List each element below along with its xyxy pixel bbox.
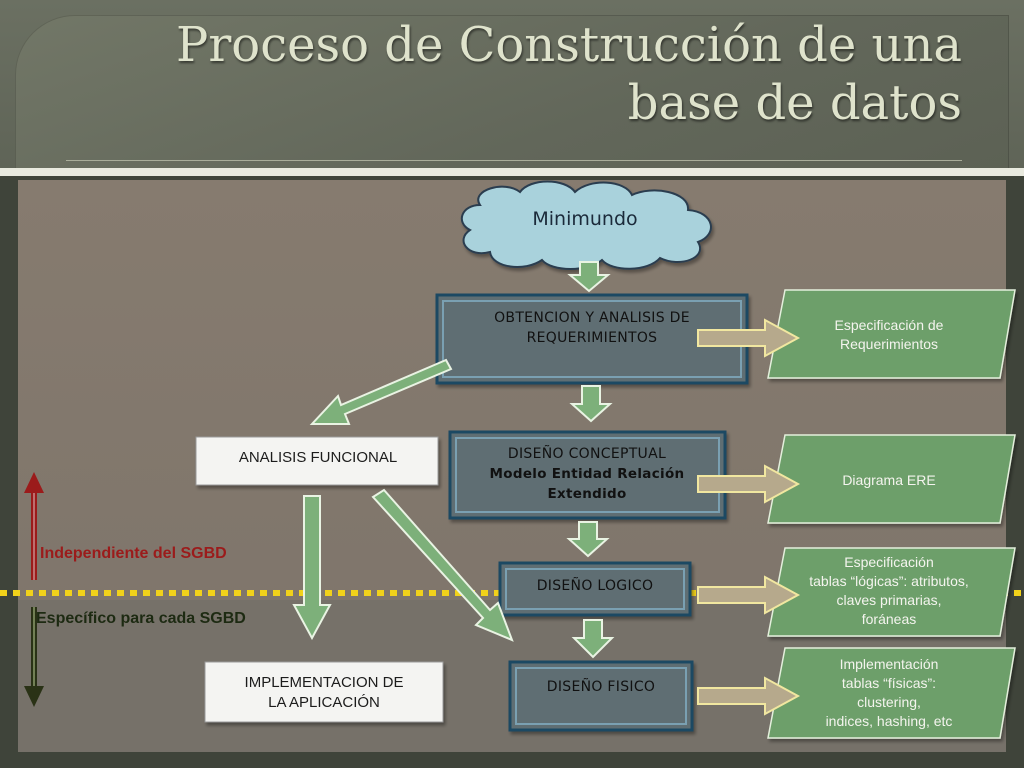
- arrow-to-functional-analysis: [309, 358, 453, 425]
- step-box-logical: [498, 561, 692, 617]
- output-logical-line1: Especificación: [844, 554, 934, 570]
- functional-analysis-box: [195, 436, 439, 486]
- arrow-down-logical: [571, 619, 615, 659]
- arrow-right-physical: [697, 676, 801, 716]
- arrow-right-logical: [697, 575, 801, 615]
- output-physical-line4: indices, hashing, etc: [825, 713, 953, 729]
- output-ere-label: Diagrama ERE: [842, 472, 936, 488]
- step-physical-label: DISEÑO FISICO: [546, 679, 656, 695]
- output-logical-label: Especificación tablas “lógicas”: atribut…: [778, 553, 1000, 629]
- output-logical-line3: claves primarias,: [836, 592, 942, 608]
- output-logical-line4: foráneas: [861, 611, 917, 627]
- minimundo-cloud: [460, 180, 712, 270]
- slide-title: Proceso de Construcción de una base de d…: [62, 16, 962, 132]
- arrow-down-conceptual: [566, 521, 610, 558]
- specific-down-arrow: [24, 607, 44, 707]
- output-physical-line1: Implementación: [839, 656, 939, 672]
- title-line-1: Proceso de Construcción de una: [176, 17, 962, 73]
- implementation-label: IMPLEMENTACION DE LA APLICACIÓN: [208, 673, 440, 713]
- functional-analysis-label: ANALISIS FUNCIONAL: [238, 449, 398, 466]
- arrow-right-requirements: [697, 318, 801, 358]
- output-physical-line2: tablas “físicas”:: [841, 675, 937, 691]
- step-logical-label: DISEÑO LOGICO: [536, 578, 654, 594]
- step-box-requirements: [435, 293, 749, 385]
- output-requirements-line1: Especificación de: [834, 317, 944, 333]
- title-underline: [66, 160, 962, 161]
- title-line-2: base de datos: [627, 75, 962, 131]
- arrow-to-implementation: [292, 495, 332, 641]
- output-physical-label: Implementación tablas “físicas”: cluster…: [778, 655, 1000, 731]
- arrow-down-minimundo: [567, 261, 611, 293]
- arrow-to-physical-design: [371, 488, 514, 642]
- specific-label: Específico para cada SGBD: [36, 610, 246, 627]
- header-frame: [15, 15, 1009, 175]
- independent-up-arrow: [24, 472, 44, 580]
- step-requirements-line2: REQUERIMIENTOS: [526, 330, 658, 346]
- implementation-box: [204, 661, 444, 723]
- step-requirements-line1: OBTENCION Y ANALISIS DE: [494, 310, 690, 326]
- step-box-conceptual: [448, 430, 727, 520]
- step-conceptual-line1: DISEÑO CONCEPTUAL: [507, 446, 667, 462]
- step-conceptual-line2: Modelo Entidad Relación: [489, 466, 685, 482]
- output-logical-line2: tablas “lógicas”: atributos,: [809, 573, 969, 589]
- implementation-line2: LA APLICACIÓN: [268, 694, 380, 711]
- step-conceptual-label: DISEÑO CONCEPTUAL Modelo Entidad Relació…: [458, 444, 716, 504]
- minimundo-label: Minimundo: [532, 208, 638, 230]
- implementation-line1: IMPLEMENTACION DE: [244, 674, 404, 691]
- independent-label: Independiente del SGBD: [40, 545, 227, 562]
- header-band: [0, 168, 1024, 176]
- step-requirements-label: OBTENCION Y ANALISIS DE REQUERIMIENTOS: [446, 308, 738, 348]
- step-box-physical: [508, 660, 694, 732]
- output-physical-line3: clustering,: [857, 694, 921, 710]
- arrow-right-conceptual: [697, 464, 801, 504]
- output-requirements-line2: Requerimientos: [839, 336, 939, 352]
- step-conceptual-line3: Extendido: [547, 486, 627, 502]
- arrow-down-requirements: [569, 385, 613, 423]
- output-requirements-label: Especificación de Requerimientos: [784, 316, 994, 354]
